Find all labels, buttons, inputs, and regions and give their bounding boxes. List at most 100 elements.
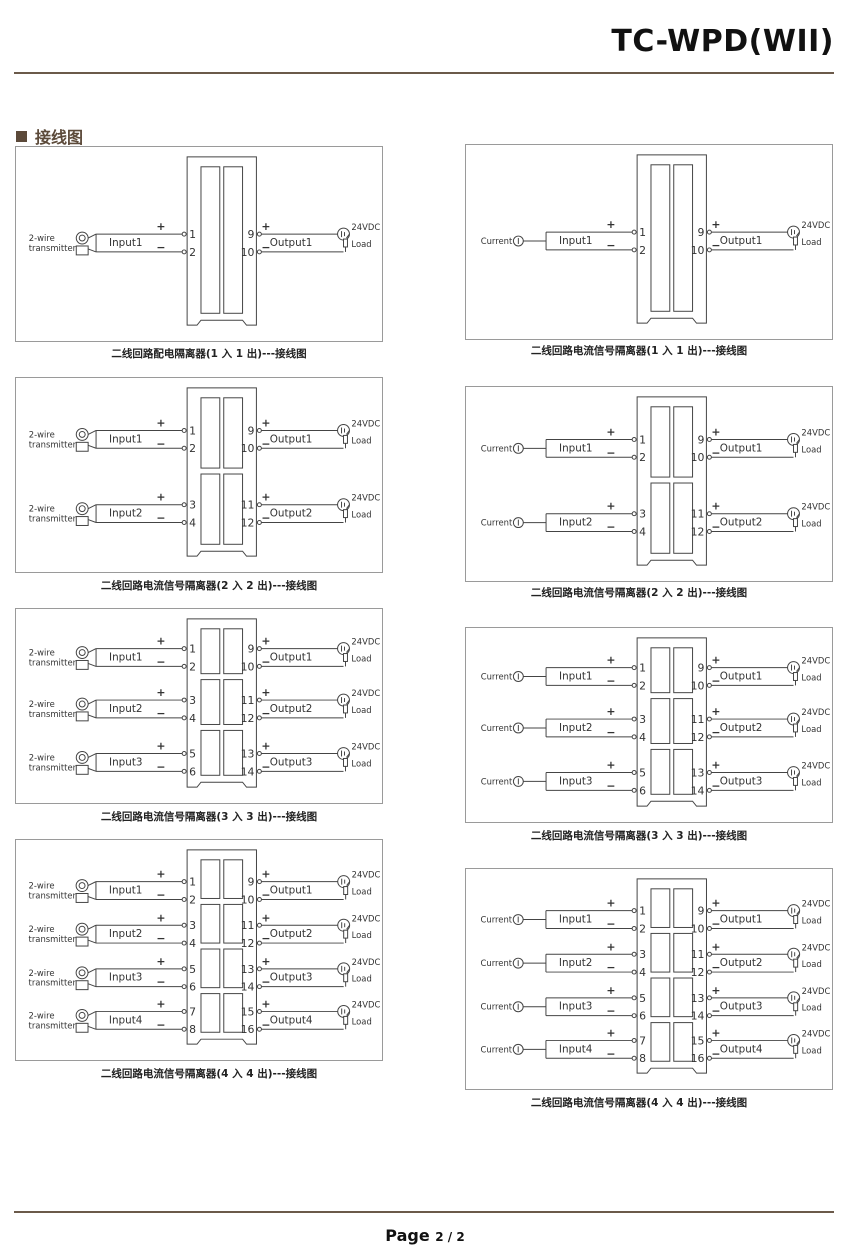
input-wire: [87, 767, 97, 772]
module-body: [636, 637, 707, 807]
terminal-number: 11: [691, 508, 705, 521]
input-label: Input1: [109, 651, 142, 663]
plus-sign: +: [711, 940, 720, 953]
load-label: Load: [801, 672, 821, 682]
terminal-number: 5: [639, 766, 646, 779]
terminal-number: 11: [691, 948, 705, 961]
plus-sign: +: [711, 500, 720, 513]
transmitter-icon: [75, 711, 89, 722]
transmitter-label: 2-wire: [29, 699, 55, 709]
transmitter-label: 2-wire: [29, 752, 55, 762]
module-body: [186, 849, 257, 1045]
terminal-number: 15: [691, 1034, 705, 1047]
isolation-slot-right: [223, 473, 244, 545]
isolation-slot-left: [650, 406, 671, 478]
input-label: Input3: [559, 1001, 593, 1013]
load-resistor-icon: [793, 915, 799, 924]
output-label: Output4: [270, 1014, 313, 1026]
vdc-label: 24VDC: [801, 220, 830, 230]
output-wire: [796, 667, 800, 672]
terminal-number: 1: [189, 228, 196, 241]
input-label: Input1: [559, 670, 592, 682]
output-wire: [346, 1011, 351, 1016]
output-label: Output2: [720, 722, 763, 734]
terminal-icon: [706, 716, 712, 722]
terminal-icon: [631, 665, 637, 671]
terminal-number: 16: [691, 1052, 705, 1065]
load-label: Load: [352, 887, 372, 897]
plus-sign: +: [156, 868, 165, 881]
isolation-slot-left: [650, 164, 671, 312]
plus-sign: +: [261, 955, 270, 968]
isolation-slot-left: [200, 903, 221, 944]
terminal-number: 1: [639, 905, 646, 918]
isolation-slot-left: [650, 647, 671, 694]
terminal-number: 10: [691, 244, 705, 257]
module-body: [636, 878, 707, 1074]
output-label: Output1: [720, 442, 763, 454]
transmitter-icon: [78, 754, 86, 761]
terminal-number: 10: [241, 893, 255, 906]
load-resistor-icon: [343, 929, 349, 939]
terminal-number: 8: [639, 1052, 646, 1065]
load-label: Load: [352, 930, 372, 940]
section-heading-text: 接线图: [35, 128, 84, 147]
minus-sign: −: [606, 1005, 615, 1018]
current-label: Current: [481, 236, 513, 246]
vdc-label: 24VDC: [802, 942, 831, 952]
minus-sign: −: [606, 961, 615, 974]
dc-supply-icon: [337, 875, 351, 889]
input-label: Input1: [559, 442, 592, 454]
isolation-slot-right: [673, 932, 694, 973]
transmitter-icon: [78, 234, 86, 242]
vdc-label: 24VDC: [802, 1028, 831, 1038]
isolation-slot-right: [223, 903, 244, 944]
load-label: Load: [801, 777, 821, 787]
output-wire: [796, 1040, 801, 1045]
dc-supply-icon: [337, 962, 351, 976]
load-resistor-icon: [793, 776, 798, 786]
terminal-number: 9: [698, 905, 705, 918]
terminal-number: 12: [691, 731, 705, 744]
input-label: Input1: [109, 885, 143, 897]
isolation-slot-right: [223, 859, 244, 899]
plus-sign: +: [261, 740, 270, 753]
current-label: Current: [481, 518, 513, 528]
plus-sign: +: [261, 997, 270, 1010]
load-resistor-icon: [343, 757, 348, 767]
terminal-number: 3: [189, 694, 196, 707]
terminal-number: 1: [189, 876, 196, 889]
transmitter-label: 2-wire: [29, 648, 55, 658]
terminal-number: 7: [189, 1005, 196, 1018]
terminal-number: 1: [639, 662, 646, 675]
transmitter-icon: [75, 764, 89, 775]
vdc-label: 24VDC: [351, 688, 380, 698]
minus-sign: −: [261, 655, 270, 668]
terminal-number: 3: [189, 919, 196, 932]
output-wire: [346, 699, 350, 705]
vdc-label: 24VDC: [351, 222, 380, 232]
input-wire: [87, 881, 97, 887]
input-wire: [87, 248, 97, 253]
terminal-icon: [181, 966, 187, 972]
minus-sign: −: [711, 1005, 720, 1018]
isolation-slot-right: [223, 948, 244, 989]
transmitter-label: transmitter: [29, 978, 77, 988]
output-label: Output2: [720, 517, 763, 529]
terminal-icon: [181, 922, 187, 928]
isolation-slot-right: [673, 406, 694, 478]
vdc-label: 24VDC: [352, 957, 381, 967]
terminal-number: 1: [639, 433, 646, 446]
current-label: Current: [481, 776, 513, 786]
plus-sign: +: [261, 220, 270, 233]
load-label: Load: [351, 435, 371, 445]
minus-sign: −: [261, 888, 270, 901]
terminal-icon: [706, 247, 712, 253]
dc-supply-icon: [787, 991, 801, 1005]
terminal-icon: [706, 787, 712, 793]
plus-sign: +: [156, 911, 165, 924]
isolation-slot-left: [650, 888, 671, 928]
